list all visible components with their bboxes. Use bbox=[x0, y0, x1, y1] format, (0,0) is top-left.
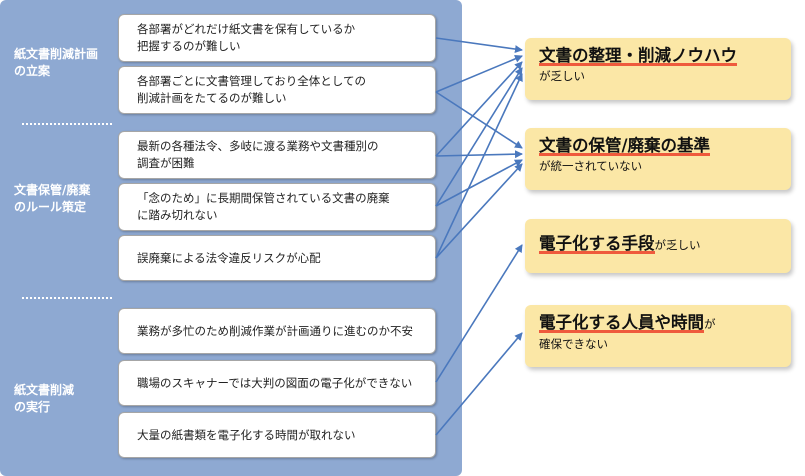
result-inline-text: が bbox=[704, 317, 716, 331]
issue-text: 各部署ごとに文書管理しており全体としての bbox=[137, 74, 366, 88]
category-label-line: の立案 bbox=[14, 64, 51, 78]
result-inline-text: が乏しい bbox=[654, 238, 701, 252]
result-box-know-how: 文書の整理・削減ノウハウ が乏しい bbox=[525, 38, 791, 100]
arrow bbox=[435, 159, 523, 207]
issue-box-2: 各部署ごとに文書管理しており全体としての 削減計画をたてるのが難しい bbox=[118, 66, 436, 114]
issue-text: 業務が多忙のため削減作業が計画通りに進むのか不安 bbox=[137, 323, 413, 338]
issue-text: 把握するのが難しい bbox=[137, 39, 241, 53]
issue-box-5: 誤廃棄による法令違反リスクが心配 bbox=[118, 235, 436, 281]
issue-text: 大量の紙書類を電子化する時間が取れない bbox=[137, 427, 356, 442]
category-label-line: の実行 bbox=[14, 400, 51, 414]
result-box-standards: 文書の保管/廃棄の基準 が統一されていない bbox=[525, 128, 791, 190]
divider bbox=[22, 123, 112, 125]
result-subtext: が乏しい bbox=[539, 69, 585, 83]
category-label-line: 紙文書削減計画 bbox=[14, 47, 99, 61]
arrow bbox=[435, 332, 523, 436]
arrow bbox=[435, 163, 523, 259]
issue-box-1: 各部署がどれだけ紙文書を保有しているか 把握するのが難しい bbox=[118, 14, 436, 62]
arrow bbox=[435, 244, 523, 383]
divider bbox=[22, 297, 112, 299]
issue-text: に踏み切れない bbox=[137, 208, 218, 222]
arrow bbox=[435, 61, 523, 157]
category-label-line: のルール策定 bbox=[14, 200, 87, 214]
issue-box-4: 「念のため」に長期間保管されている文書の廃棄 に踏み切れない bbox=[118, 183, 436, 231]
result-heading: 文書の保管/廃棄の基準 bbox=[539, 136, 711, 156]
issue-box-6: 業務が多忙のため削減作業が計画通りに進むのか不安 bbox=[118, 308, 436, 354]
issue-text: 「念のため」に長期間保管されている文書の廃棄 bbox=[137, 191, 390, 205]
issue-text: 各部署がどれだけ紙文書を保有しているか bbox=[137, 22, 356, 36]
result-subtext: 確保できない bbox=[539, 337, 608, 351]
category-label-planning: 紙文書削減計画 の立案 bbox=[14, 46, 114, 80]
arrow bbox=[435, 67, 523, 207]
result-box-staff-time: 電子化する人員や時間が 確保できない bbox=[525, 305, 791, 367]
arrow bbox=[435, 91, 523, 149]
arrow bbox=[435, 55, 523, 93]
arrow bbox=[435, 150, 523, 159]
category-label-line: 文書保管/廃棄 bbox=[14, 183, 91, 197]
result-heading: 電子化する人員や時間 bbox=[539, 313, 704, 333]
issue-text: 削減計画をたてるのが難しい bbox=[137, 91, 287, 105]
issue-text: 最新の各種法令、多岐に渡る業務や文書種別の bbox=[137, 139, 379, 153]
arrow bbox=[435, 37, 523, 53]
arrow bbox=[435, 73, 523, 259]
issue-text: 調査が困難 bbox=[137, 156, 195, 170]
result-subtext: が統一されていない bbox=[539, 159, 643, 173]
issue-box-8: 大量の紙書類を電子化する時間が取れない bbox=[118, 412, 436, 458]
result-heading: 文書の整理・削減ノウハウ bbox=[539, 46, 737, 66]
issue-text: 職場のスキャナーでは大判の図面の電子化ができない bbox=[137, 375, 413, 390]
result-heading: 電子化する手段 bbox=[539, 234, 655, 254]
category-label-execution: 紙文書削減 の実行 bbox=[14, 382, 114, 416]
category-label-rules: 文書保管/廃棄 のルール策定 bbox=[14, 182, 114, 216]
category-label-line: 紙文書削減 bbox=[14, 383, 75, 397]
issue-text: 誤廃棄による法令違反リスクが心配 bbox=[137, 250, 321, 265]
issue-box-3: 最新の各種法令、多岐に渡る業務や文書種別の 調査が困難 bbox=[118, 131, 436, 179]
result-box-digitization-means: 電子化する手段が乏しい bbox=[525, 219, 791, 273]
issue-box-7: 職場のスキャナーでは大判の図面の電子化ができない bbox=[118, 360, 436, 406]
